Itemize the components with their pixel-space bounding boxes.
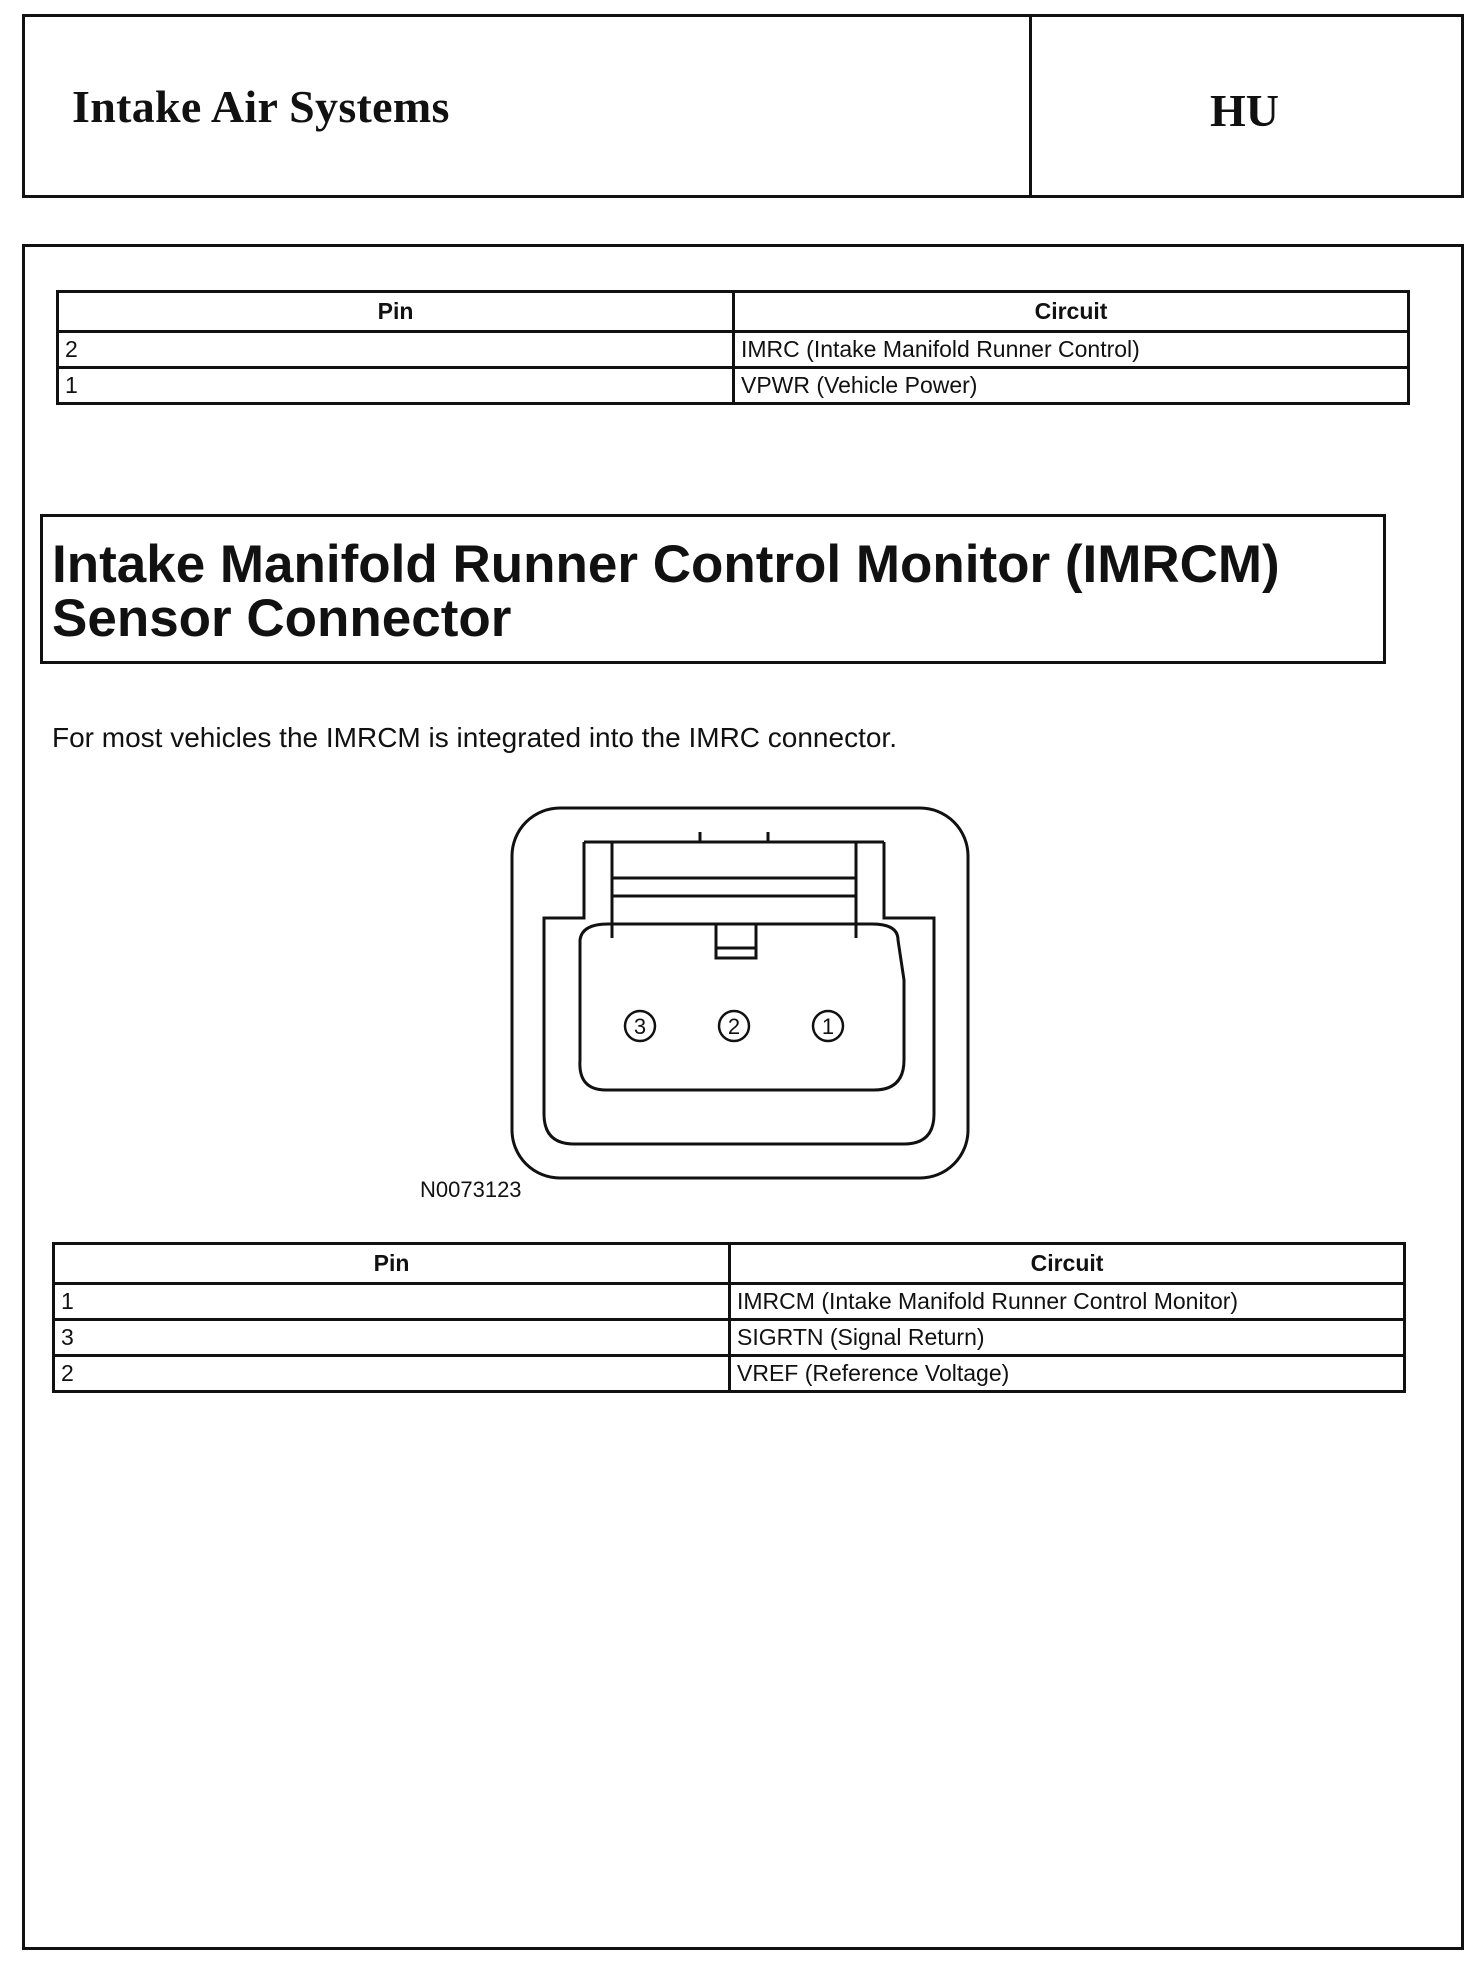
circuit-cell: IMRCM (Intake Manifold Runner Control Mo… bbox=[728, 1282, 1406, 1321]
column-header-pin: Pin bbox=[56, 290, 735, 333]
table-header-row: Pin Circuit bbox=[56, 290, 1410, 333]
content-box bbox=[22, 244, 1464, 1950]
table-row: 2 VREF (Reference Voltage) bbox=[52, 1354, 1406, 1393]
intro-text: For most vehicles the IMRCM is integrate… bbox=[52, 722, 897, 753]
pin-cell: 2 bbox=[56, 330, 735, 369]
pin-cell: 2 bbox=[52, 1354, 731, 1393]
connector-outer-shell bbox=[510, 806, 970, 1180]
pin-table-2: Pin Circuit 1 IMRCM (Intake Manifold Run… bbox=[52, 1242, 1406, 1393]
pin-cell: 3 bbox=[52, 1318, 731, 1357]
column-header-pin: Pin bbox=[52, 1242, 731, 1285]
table-row: 3 SIGRTN (Signal Return) bbox=[52, 1318, 1406, 1357]
circuit-cell: VREF (Reference Voltage) bbox=[728, 1354, 1406, 1393]
column-header-circuit: Circuit bbox=[728, 1242, 1406, 1285]
table-row: 1 IMRCM (Intake Manifold Runner Control … bbox=[52, 1282, 1406, 1321]
page-title: Intake Air Systems bbox=[72, 81, 450, 132]
pin-cavity bbox=[578, 922, 906, 1092]
circuit-cell: IMRC (Intake Manifold Runner Control) bbox=[732, 330, 1410, 369]
circuit-cell: SIGRTN (Signal Return) bbox=[728, 1318, 1406, 1357]
pin-1-label: 1 bbox=[822, 1014, 834, 1039]
section-heading: Intake Manifold Runner Control Monitor (… bbox=[52, 535, 1280, 648]
figure-id: N0073123 bbox=[420, 1177, 522, 1202]
section-code: HU bbox=[1210, 85, 1279, 136]
pin-2-circle bbox=[717, 1009, 751, 1043]
pin-3-circle bbox=[623, 1009, 657, 1043]
connector-inner-shell bbox=[542, 842, 936, 1146]
header-box bbox=[22, 14, 1464, 198]
pin-2-label: 2 bbox=[728, 1014, 740, 1039]
pin-cell: 1 bbox=[52, 1282, 731, 1321]
pin-1-circle bbox=[811, 1009, 845, 1043]
pin-3-label: 3 bbox=[634, 1014, 646, 1039]
pin-table-1: Pin Circuit 2 IMRC (Intake Manifold Runn… bbox=[56, 290, 1410, 405]
section-heading-box bbox=[40, 514, 1386, 664]
connector-diagram: 3 2 1 bbox=[510, 806, 970, 1180]
circuit-cell: VPWR (Vehicle Power) bbox=[732, 366, 1410, 405]
pin-cell: 1 bbox=[56, 366, 735, 405]
table-header-row: Pin Circuit bbox=[52, 1242, 1406, 1285]
table-row: 1 VPWR (Vehicle Power) bbox=[56, 366, 1410, 405]
header-divider bbox=[1029, 14, 1032, 198]
column-header-circuit: Circuit bbox=[732, 290, 1410, 333]
key-slot bbox=[714, 922, 758, 960]
table-row: 2 IMRC (Intake Manifold Runner Control) bbox=[56, 330, 1410, 369]
